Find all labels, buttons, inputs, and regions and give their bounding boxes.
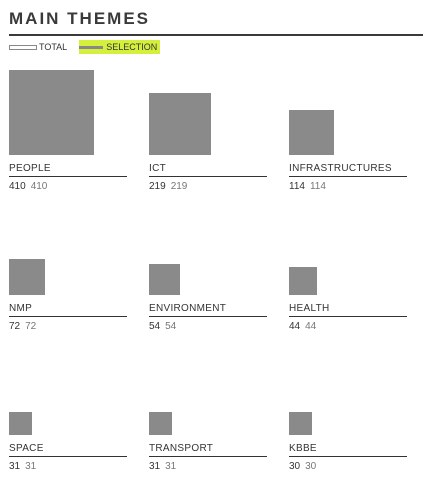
- theme-square[interactable]: [289, 267, 317, 295]
- title-rule: [9, 34, 423, 36]
- selection-value: 72: [25, 321, 37, 332]
- selection-value: 30: [305, 461, 317, 472]
- legend-total[interactable]: TOTAL: [9, 41, 67, 53]
- total-value: 44: [289, 321, 301, 332]
- selection-value: 31: [165, 461, 177, 472]
- legend-selection[interactable]: SELECTION: [79, 40, 161, 54]
- theme-label: ENVIRONMENT: [149, 303, 267, 317]
- total-swatch-icon: [9, 44, 37, 50]
- theme-values: 410 410: [9, 181, 47, 193]
- selection-value: 31: [25, 461, 37, 472]
- total-value: 114: [289, 181, 305, 192]
- theme-values: 31 31: [9, 461, 36, 473]
- theme-values: 114 114: [289, 181, 326, 193]
- theme-label: HEALTH: [289, 303, 407, 317]
- header: MAIN THEMES: [9, 8, 423, 36]
- theme-square[interactable]: [149, 412, 172, 435]
- total-value: 219: [149, 181, 166, 192]
- total-value: 31: [149, 461, 161, 472]
- selection-value: 44: [305, 321, 317, 332]
- theme-label: TRANSPORT: [149, 443, 267, 457]
- theme-square[interactable]: [289, 110, 334, 155]
- theme-values: 44 44: [289, 321, 316, 333]
- theme-values: 54 54: [149, 321, 176, 333]
- total-value: 30: [289, 461, 301, 472]
- total-value: 31: [9, 461, 21, 472]
- total-value: 54: [149, 321, 161, 332]
- theme-label: ICT: [149, 163, 267, 177]
- theme-square[interactable]: [9, 70, 94, 155]
- theme-values: 31 31: [149, 461, 176, 473]
- selection-value: 410: [30, 181, 48, 192]
- theme-square[interactable]: [149, 93, 211, 155]
- theme-square[interactable]: [149, 264, 180, 295]
- theme-values: 30 30: [289, 461, 316, 473]
- theme-values: 219 219: [149, 181, 187, 193]
- selection-value: 54: [165, 321, 177, 332]
- selection-value: 219: [170, 181, 188, 192]
- legend: TOTAL SELECTION: [9, 40, 172, 54]
- selection-swatch-icon: [79, 45, 104, 49]
- theme-square[interactable]: [9, 412, 32, 435]
- legend-total-label: TOTAL: [39, 42, 68, 52]
- selection-value: 114: [309, 181, 326, 192]
- theme-square[interactable]: [289, 412, 312, 435]
- theme-label: SPACE: [9, 443, 127, 457]
- theme-label: PEOPLE: [9, 163, 127, 177]
- theme-label: KBBE: [289, 443, 407, 457]
- total-value: 410: [9, 181, 26, 192]
- theme-square[interactable]: [9, 259, 45, 295]
- total-value: 72: [9, 321, 21, 332]
- theme-values: 72 72: [9, 321, 36, 333]
- legend-selection-label: SELECTION: [106, 42, 158, 52]
- theme-label: INFRASTRUCTURES: [289, 163, 407, 177]
- theme-label: NMP: [9, 303, 127, 317]
- page-title: MAIN THEMES: [9, 9, 150, 28]
